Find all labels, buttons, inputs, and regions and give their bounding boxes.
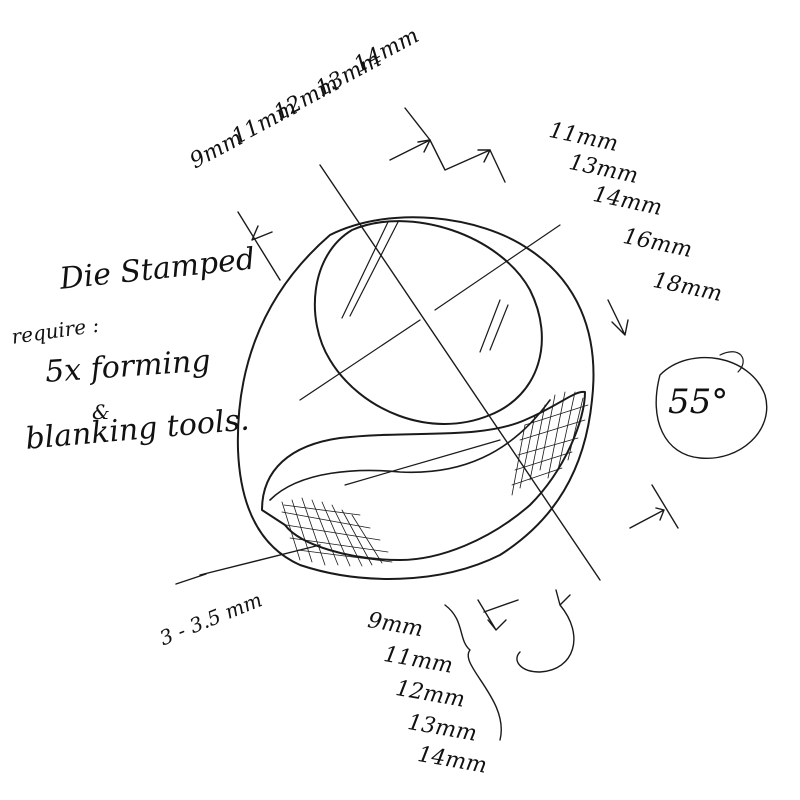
- bottom-dimension-arrow: [477, 599, 519, 631]
- ring-face-oval: [313, 220, 543, 425]
- inner-hatching-left: [281, 497, 393, 567]
- shank-dimension-arrow: [629, 484, 679, 529]
- band-cross-line: [344, 439, 501, 486]
- right-dimension-arrow-lower: [607, 299, 629, 336]
- angle-label: 55°: [668, 382, 729, 422]
- ring-outer-outline: [236, 216, 595, 580]
- right-dimension-arrow-right: [477, 149, 491, 163]
- right-dimension-bracket: [389, 107, 506, 183]
- bottom-curved-arrow: [516, 589, 575, 673]
- centre-axis-line: [319, 164, 601, 581]
- bottom-list-brace: [444, 604, 502, 741]
- face-cross-line-lower: [299, 319, 421, 401]
- note-ampersand: &: [92, 400, 110, 424]
- right-dimension-arrow-left: [417, 139, 431, 153]
- top-dimension-tick: [237, 211, 281, 281]
- top-dimension-arrow: [251, 225, 273, 241]
- face-highlight-strokes: [341, 221, 509, 353]
- angle-circle: [655, 356, 768, 459]
- angle-circle-tail: [719, 351, 744, 373]
- ring-inner-opening: [261, 390, 586, 561]
- face-cross-line-upper: [434, 224, 561, 311]
- ring-inner-band-edge: [269, 399, 551, 501]
- thickness-dimension-line: [175, 544, 321, 585]
